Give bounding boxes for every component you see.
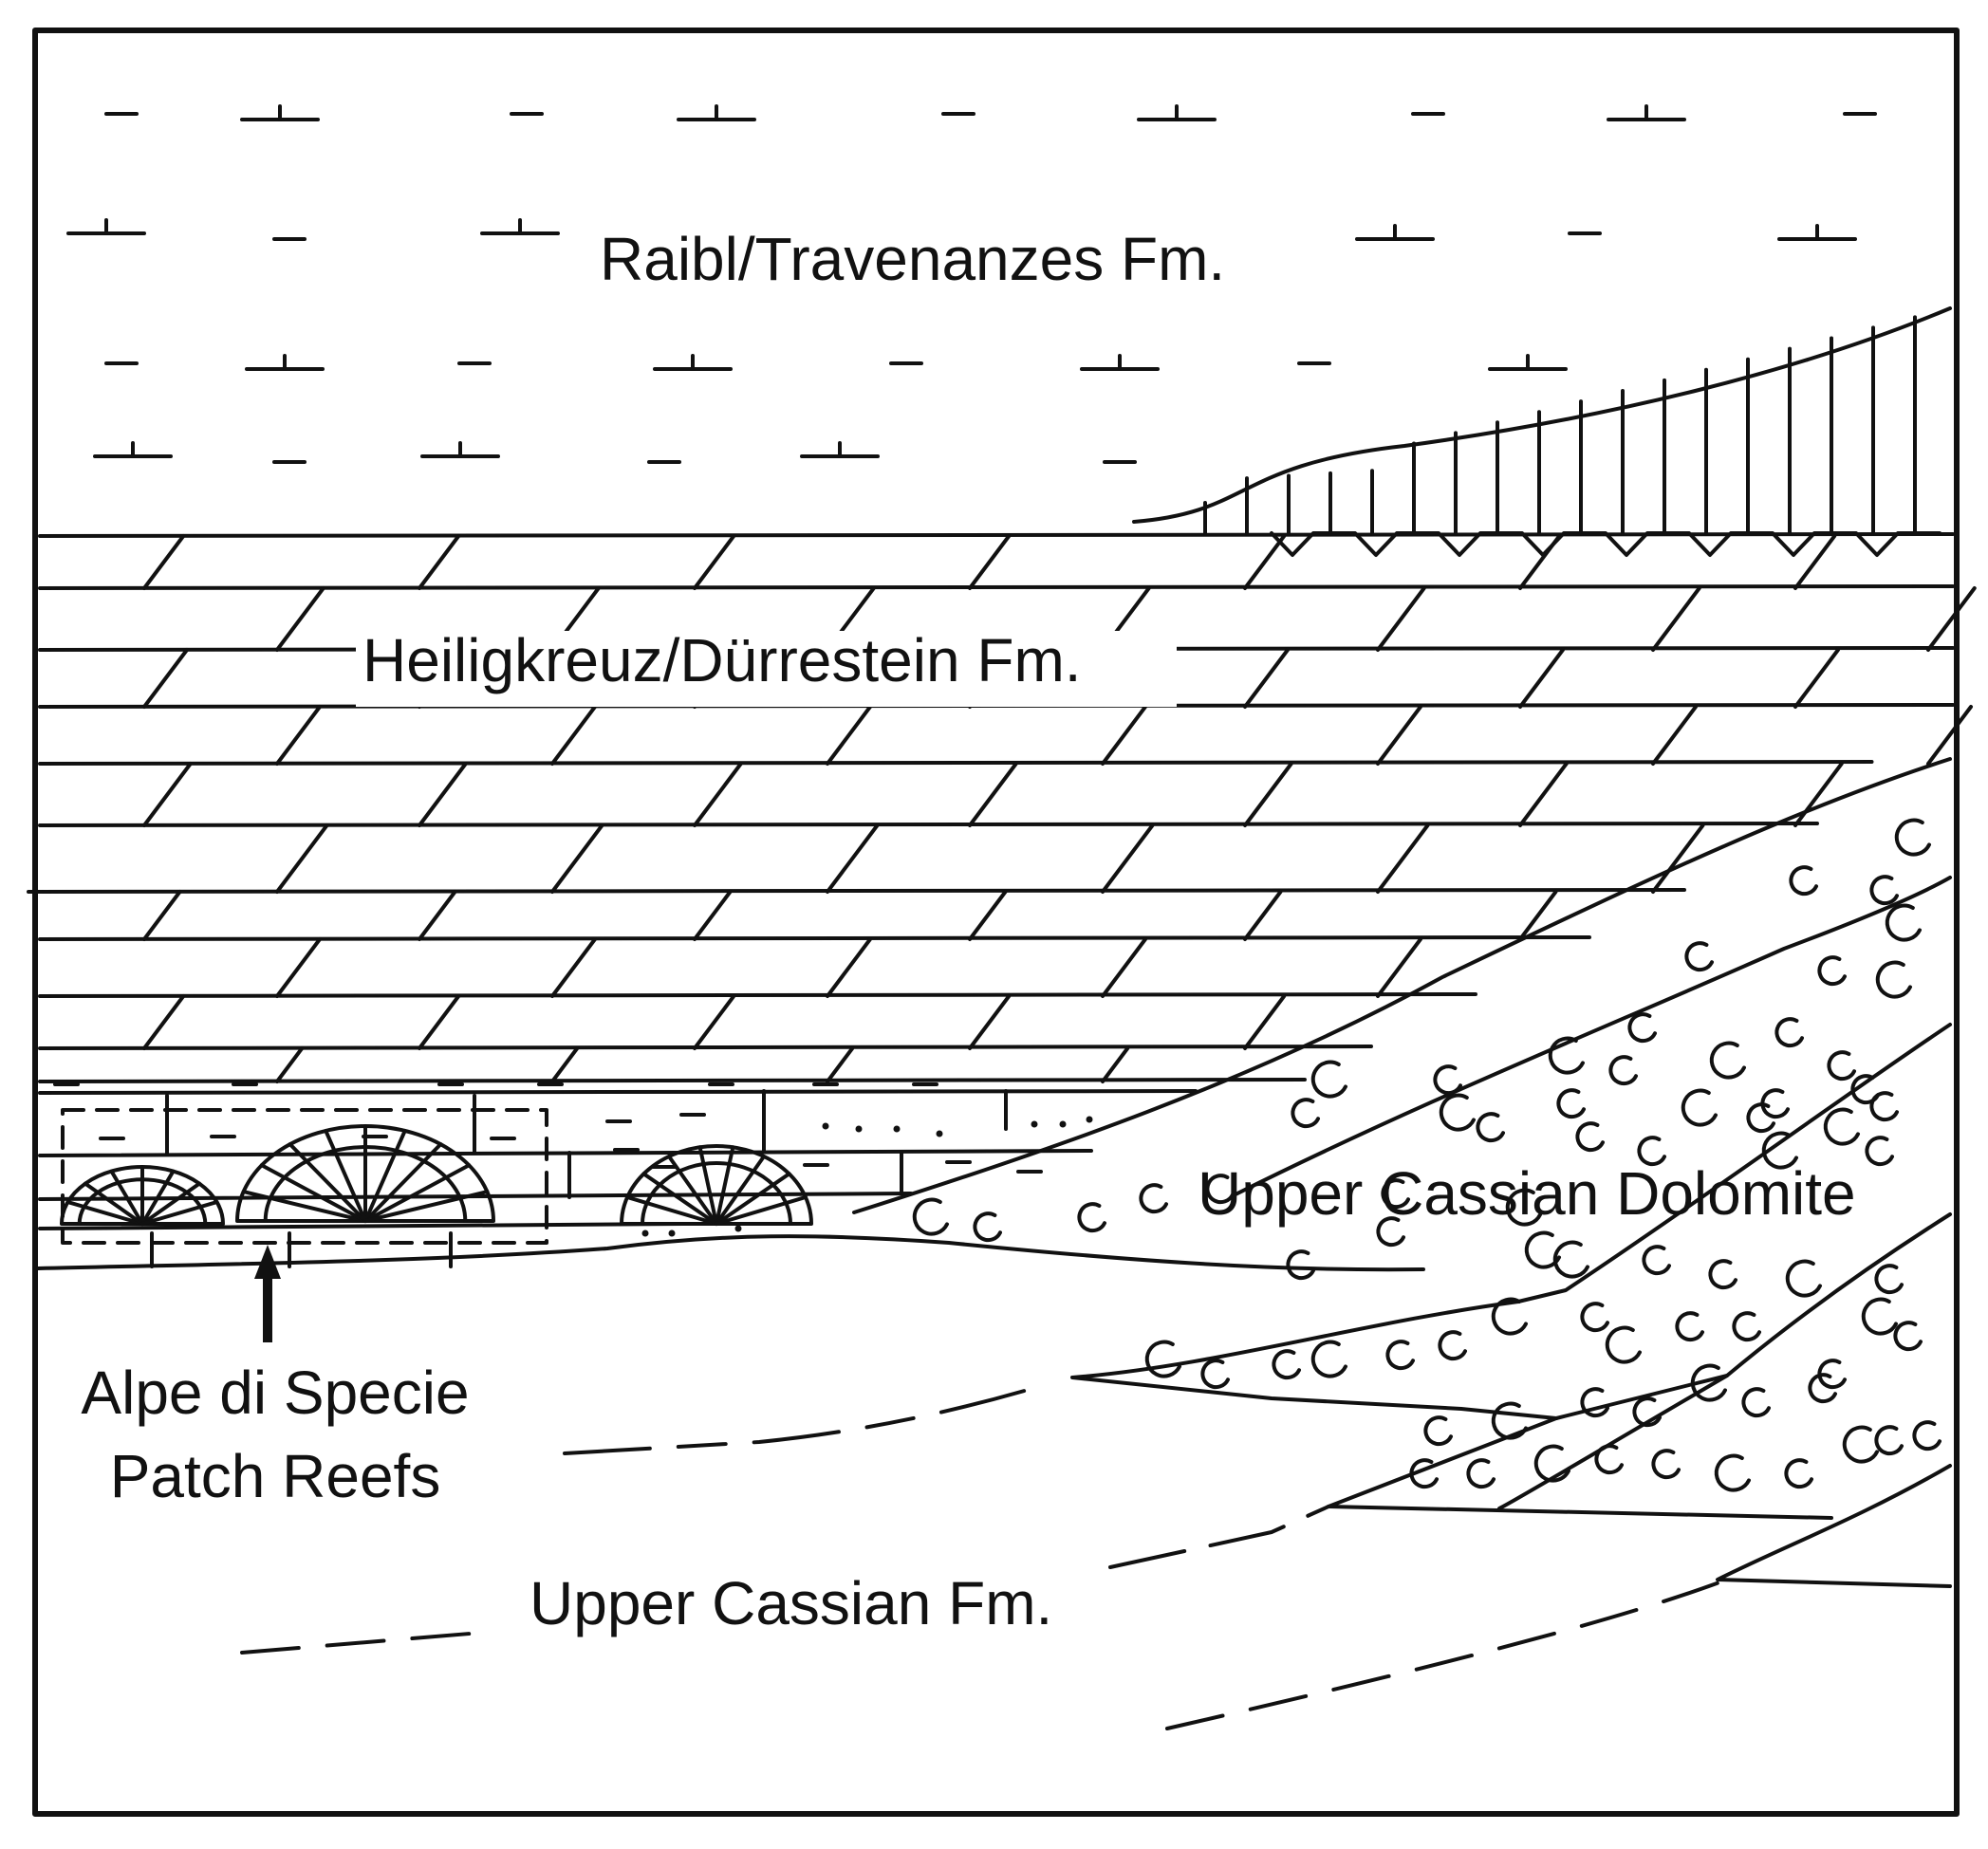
correlation-dashed-lines <box>240 1383 1729 1730</box>
marl-pattern <box>66 104 1877 464</box>
patch-reef-label-line1: Alpe di Specie <box>81 1359 469 1427</box>
reef-facies-beds <box>38 1082 1198 1268</box>
dolomite-wedge <box>1132 306 1952 557</box>
limestone-brick-pattern <box>27 532 1977 1083</box>
patch-reef-mounds <box>60 1124 813 1226</box>
diagram-frame <box>32 28 1960 1817</box>
bioclast-shell-pattern <box>912 818 1942 1492</box>
reef-bed-base <box>36 1234 1425 1272</box>
patch-reef-label-line2: Patch Reefs <box>110 1442 441 1510</box>
heiligkreuz-formation-label: Heiligkreuz/Dürrestein Fm. <box>362 626 1082 694</box>
upper-cassian-formation-label: Upper Cassian Fm. <box>530 1569 1052 1637</box>
patch-reef-highlight-box <box>61 1108 548 1245</box>
patch-reef-arrow <box>254 1245 281 1342</box>
raibl-formation-label: Raibl/Travenanzes Fm. <box>600 225 1225 293</box>
upper-cassian-dolomite-label: Upper Cassian Dolomite <box>1198 1159 1856 1228</box>
